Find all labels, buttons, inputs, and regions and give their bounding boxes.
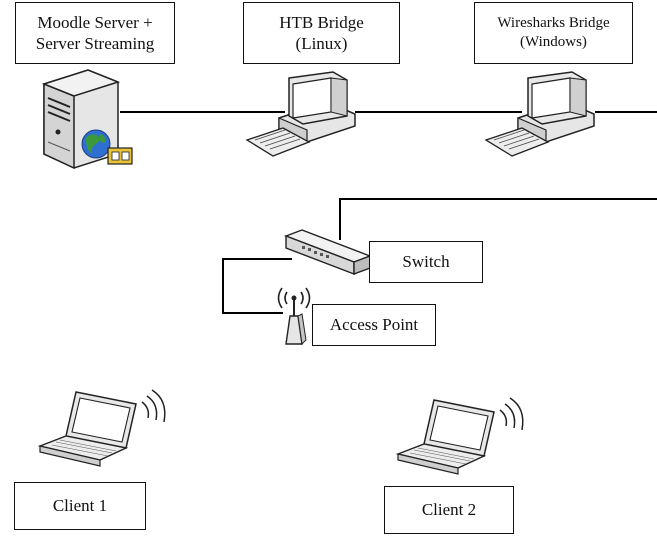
access-point-label-box: Access Point <box>312 304 436 346</box>
wireshark-desktop-computer-icon <box>484 71 595 157</box>
server-tower-globe-icon <box>41 69 133 170</box>
link-switch-ap <box>222 258 292 314</box>
htb-desktop-computer-icon <box>245 71 356 157</box>
client1-label: Client 1 <box>52 496 108 515</box>
wireshark-bridge-label-box: Wiresharks Bridge (Windows) <box>474 2 633 64</box>
switch-label: Switch <box>402 252 450 271</box>
moodle-server-label-line1: Moodle Server + <box>37 13 153 32</box>
htb-bridge-label-box: HTB Bridge (Linux) <box>243 2 400 64</box>
client1-wireless-laptop-icon <box>37 389 166 467</box>
access-point-label: Access Point <box>329 315 419 334</box>
link-in-switch <box>339 198 657 240</box>
wireless-access-point-icon <box>277 287 311 346</box>
switch-label-box: Switch <box>369 241 483 283</box>
client1-label-box: Client 1 <box>14 482 146 530</box>
client2-label: Client 2 <box>421 500 477 519</box>
wireshark-bridge-label-line1: Wiresharks Bridge <box>497 15 610 31</box>
moodle-server-label-box: Moodle Server + Server Streaming <box>15 2 175 64</box>
moodle-server-label-line2: Server Streaming <box>35 34 155 53</box>
client2-label-box: Client 2 <box>384 486 514 534</box>
network-switch-icon <box>284 229 372 276</box>
htb-bridge-label-line2: (Linux) <box>295 34 348 53</box>
wireshark-bridge-label-line2: (Windows) <box>520 34 587 50</box>
htb-bridge-label-line1: HTB Bridge <box>279 13 364 32</box>
client2-wireless-laptop-icon <box>395 397 524 475</box>
